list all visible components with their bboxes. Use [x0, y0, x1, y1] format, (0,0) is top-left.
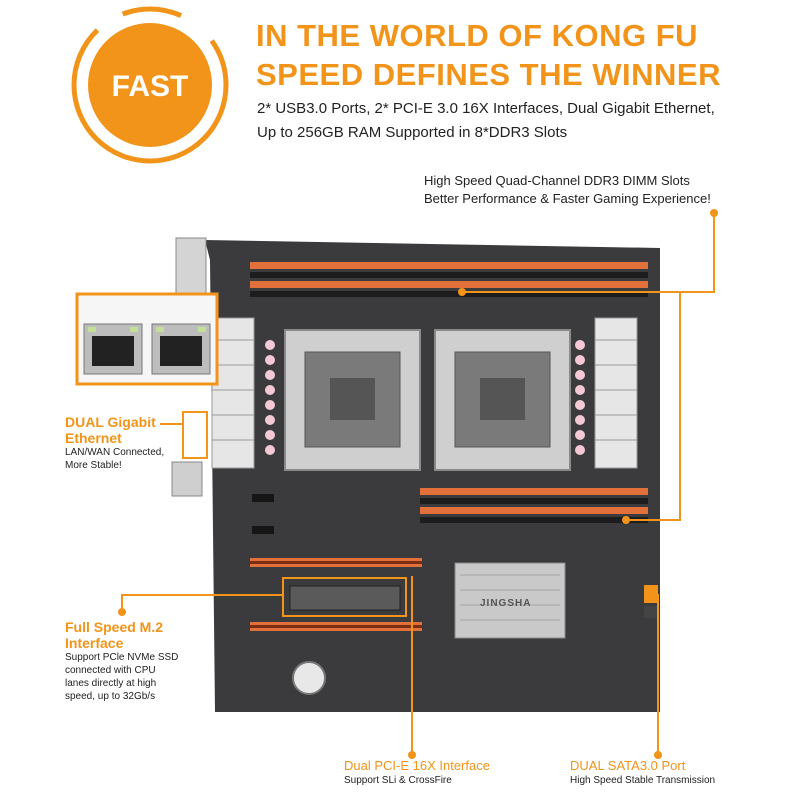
pcie-slot-1	[250, 558, 422, 567]
callout-ram: High Speed Quad-Channel DDR3 DIMM Slots …	[424, 172, 711, 208]
ethernet-zoom-box	[75, 292, 219, 386]
callout-ethernet: DUAL Gigabit Ethernet LAN/WAN Connected,…	[65, 414, 164, 472]
callout-m2-title-2: Interface	[65, 635, 124, 651]
callout-leader-lines	[121, 213, 715, 755]
cpu-socket-1	[284, 329, 421, 471]
vrm-heatsink-left	[211, 317, 255, 469]
callout-pcie-text: Support SLi & CrossFire	[344, 775, 452, 786]
capacitors-left	[265, 340, 275, 455]
m2-slot	[289, 585, 401, 611]
rear-io-usb-ports	[175, 237, 207, 299]
fast-badge-label: FAST	[111, 70, 189, 103]
sata-port-2	[644, 606, 658, 618]
pcie-x1-slot-2	[252, 526, 274, 534]
chipset-brand-label: JINGSHA	[480, 598, 532, 609]
cpu-socket-2	[434, 329, 571, 471]
motherboard-pcb	[205, 240, 660, 712]
callout-m2-text-3: lanes directly at high	[65, 678, 157, 689]
sata-port-1	[644, 585, 658, 603]
callout-ram-line-2: Better Performance & Faster Gaming Exper…	[424, 191, 711, 206]
callout-m2-text-2: connected with CPU	[65, 665, 156, 676]
rear-io-lower	[171, 461, 203, 497]
callout-m2-text-4: speed, up to 32Gb/s	[65, 691, 156, 702]
m2-highlight-box	[282, 577, 407, 617]
callout-pcie: Dual PCI-E 16X Interface Support SLi & C…	[344, 758, 490, 787]
pcie-slot-2	[250, 622, 422, 631]
ram-slots-top	[250, 262, 648, 297]
callout-ethernet-text-2: More Stable!	[65, 460, 122, 471]
cmos-battery	[292, 661, 326, 695]
subheadline-line-1: 2* USB3.0 Ports, 2* PCI-E 3.0 16X Interf…	[257, 100, 715, 117]
callout-ethernet-title-1: DUAL Gigabit	[65, 414, 156, 430]
callout-m2: Full Speed M.2 Interface Support PCle NV…	[65, 619, 178, 703]
callout-pcie-title: Dual PCI-E 16X Interface	[344, 758, 490, 773]
subheadline-line-2: Up to 256GB RAM Supported in 8*DDR3 Slot…	[257, 124, 568, 141]
fast-badge	[71, 6, 229, 164]
headline-line-1: IN THE WORLD OF KONG FU	[256, 18, 699, 53]
capacitors-right	[575, 340, 585, 455]
callout-sata-text: High Speed Stable Transmission	[570, 775, 716, 786]
callout-m2-title-1: Full Speed M.2	[65, 619, 164, 635]
vrm-heatsink-right	[594, 317, 638, 469]
pcie-x1-slot-1	[252, 494, 274, 502]
callout-ethernet-text-1: LAN/WAN Connected,	[65, 447, 165, 458]
callout-sata: DUAL SATA3.0 Port High Speed Stable Tran…	[570, 758, 715, 787]
callout-sata-title: DUAL SATA3.0 Port	[570, 758, 686, 773]
chipset-heatsink	[454, 562, 566, 639]
headline-line-2: SPEED DEFINES THE WINNER	[256, 57, 721, 92]
ethernet-board-highlight	[182, 411, 208, 459]
callout-ethernet-title-2: Ethernet	[65, 430, 122, 446]
callout-dots	[118, 209, 718, 759]
callout-ram-line-1: High Speed Quad-Channel DDR3 DIMM Slots	[424, 173, 690, 188]
callout-m2-text-1: Support PCle NVMe SSD	[65, 652, 179, 663]
ram-slots-bottom	[420, 488, 648, 523]
